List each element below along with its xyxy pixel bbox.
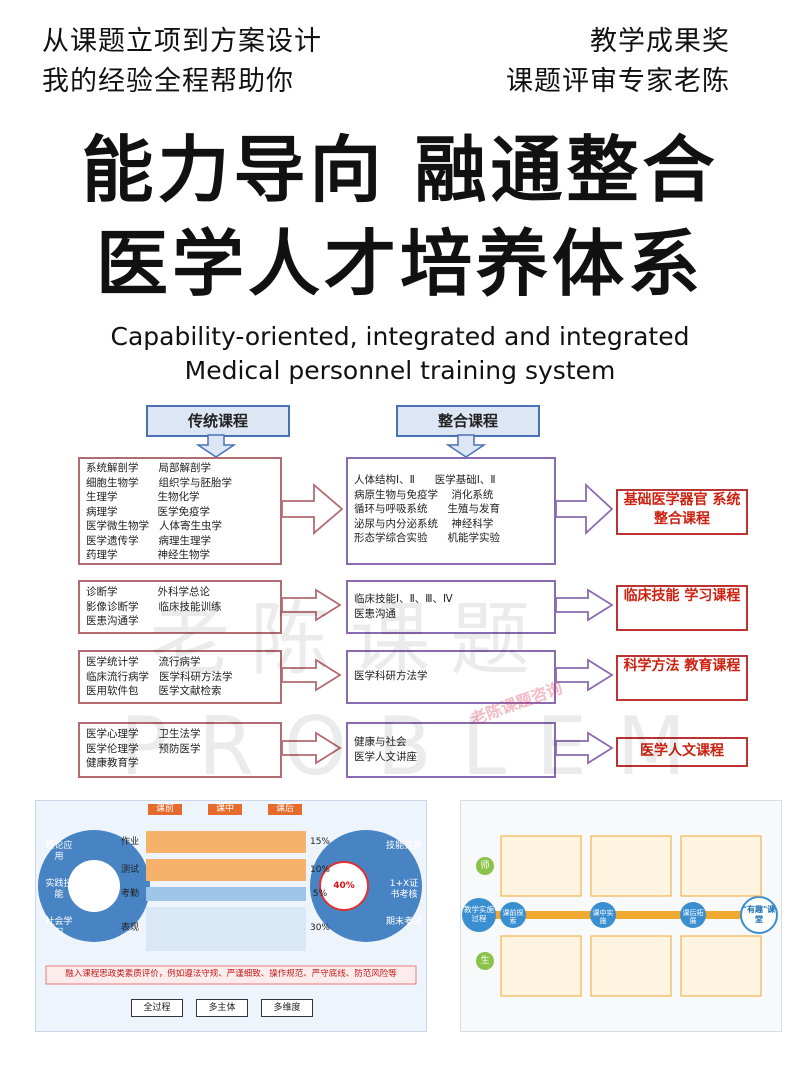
arrow-2a <box>281 588 342 622</box>
right-label-1: 技能竞赛 <box>386 841 423 851</box>
arrow-4b <box>555 731 614 765</box>
stage-node-1 <box>500 902 526 928</box>
result-box-4: 医学人文课程 <box>616 737 748 767</box>
integrated-text-1: 人体结构Ⅰ、Ⅱ 医学基础Ⅰ、Ⅱ 病原生物与免疫学 消化系统 循环与呼吸系统 生殖… <box>354 474 501 544</box>
main-title-line2: 医学人才培养体系 <box>95 222 704 306</box>
arrow-3a <box>281 658 342 692</box>
row-bar-1 <box>146 831 306 853</box>
percent-4: 30% <box>309 923 330 933</box>
traditional-header: 传统课程 <box>146 405 290 437</box>
traditional-box-1: 系统解剖学 局部解剖学 细胞生物学 组织学与胚胎学 生理学 生物化学 病理学 医… <box>78 457 282 565</box>
traditional-box-4: 医学心理学 卫生法学 医学伦理学 预防医学 健康教育学 <box>78 722 282 778</box>
end-node <box>740 896 778 934</box>
stage-1: 课前 <box>148 804 182 815</box>
stage-node-2 <box>590 902 616 928</box>
integrated-text-3: 医学科研方法学 <box>354 670 428 682</box>
integrated-box-4: 健康与社会 医学人文讲座 <box>346 722 556 778</box>
arrow-1a <box>281 483 344 535</box>
start-node <box>462 898 496 932</box>
row-label-2: 测试 <box>120 865 139 875</box>
arrow-1b <box>555 482 614 536</box>
row-bar-3 <box>146 887 306 901</box>
stage-node-3 <box>680 902 706 928</box>
banner-bg <box>45 965 417 985</box>
left-label-3: 社会学习 <box>45 917 73 938</box>
header-right-line2: 课题评审专家老陈 <box>506 66 730 97</box>
integrated-text-2: 临床技能Ⅰ、Ⅱ、Ⅲ、Ⅳ 医患沟通 <box>354 593 453 620</box>
row-label-1: 作业 <box>120 837 139 847</box>
role-1: 师 <box>480 861 490 871</box>
row-bar-2 <box>146 859 306 881</box>
bottom-tag-3: 多维度 <box>261 999 313 1017</box>
timeline-bar <box>491 911 751 919</box>
center-percent-circle <box>319 861 369 911</box>
right-label-3: 期末考试 <box>386 917 423 927</box>
flow-arrows <box>281 482 614 765</box>
header-left: 从课题立项到方案设计 我的经验全程帮助你 <box>42 22 322 102</box>
traditional-box-2: 诊断学 外科学总论 影像诊断学 临床技能训练 医患沟通学 <box>78 580 282 634</box>
process-stage-3: 课后拓展 <box>682 909 704 925</box>
right-label-2: 1+X证书考核 <box>389 879 419 900</box>
evaluation-figure: 课前 课中 课后 作业 测试 考勤 表现 15% 10% 5% 30% 40% … <box>35 800 427 1032</box>
teaching-process-shapes <box>462 835 778 997</box>
start-node-label: 教学实施过程 <box>464 905 494 923</box>
result-box-3: 科学方法 教育课程 <box>616 655 748 701</box>
arrow-3b <box>555 658 614 692</box>
traditional-text-1: 系统解剖学 局部解剖学 细胞生物学 组织学与胚胎学 生理学 生物化学 病理学 医… <box>86 462 233 561</box>
stage-2: 课中 <box>208 804 242 815</box>
process-stage-1: 课前探索 <box>502 909 524 925</box>
center-percent: 40% <box>333 881 355 891</box>
percent-3: 5% <box>312 889 328 899</box>
integrated-box-3: 医学科研方法学 <box>346 650 556 704</box>
main-title-line1: 能力导向 融通整合 <box>81 128 719 212</box>
traditional-text-4: 医学心理学 卫生法学 医学伦理学 预防医学 健康教育学 <box>86 728 201 769</box>
result-box-2: 临床技能 学习课程 <box>616 585 748 631</box>
percent-1: 15% <box>309 837 330 847</box>
end-node-label: "有趣"课堂 <box>742 905 776 924</box>
traditional-text-2: 诊断学 外科学总论 影像诊断学 临床技能训练 医患沟通学 <box>86 586 222 627</box>
role-2: 生 <box>480 956 490 966</box>
header-right-line1: 教学成果奖 <box>590 26 730 57</box>
english-line2: Medical personnel training system <box>184 356 616 385</box>
header-left-line2: 我的经验全程帮助你 <box>42 66 294 97</box>
left-circle-core <box>68 860 120 912</box>
evaluation-banner: 融入课程思政类素质评价，例如遵法守规、严谨细致、操作规范、严守底线、防范风险等 <box>65 969 397 979</box>
bottom-tag-2: 多主体 <box>196 999 248 1017</box>
english-subtitle: Capability-oriented, integrated and inte… <box>0 320 800 388</box>
evaluation-figure-shapes <box>38 830 422 985</box>
teaching-process-figure: 教学实施过程 课前探索 课中实施 课后拓展 "有趣"课堂 师 生 <box>460 800 782 1032</box>
english-line1: Capability-oriented, integrated and inte… <box>110 322 690 351</box>
header-left-line1: 从课题立项到方案设计 <box>42 26 322 57</box>
header-right: 教学成果奖 课题评审专家老陈 <box>506 22 730 102</box>
header-arrows <box>195 434 487 457</box>
row-bar-4 <box>146 907 306 951</box>
row-label-3: 考勤 <box>120 889 139 899</box>
percent-2: 10% <box>309 865 330 875</box>
process-stage-2: 课中实施 <box>592 909 614 925</box>
integrated-text-4: 健康与社会 医学人文讲座 <box>354 736 417 763</box>
stage-3: 课后 <box>268 804 302 815</box>
integrated-box-1: 人体结构Ⅰ、Ⅱ 医学基础Ⅰ、Ⅱ 病原生物与免疫学 消化系统 循环与呼吸系统 生殖… <box>346 457 556 565</box>
traditional-box-3: 医学统计学 流行病学 临床流行病学 医学科研方法学 医用软件包 医学文献检索 <box>78 650 282 704</box>
arrow-2b <box>555 588 614 622</box>
result-box-1: 基础医学器官 系统整合课程 <box>616 489 748 535</box>
arrow-4a <box>281 731 342 765</box>
curriculum-diagram: 传统课程 整合课程 系统解剖学 局部解剖学 细胞生物学 组织学与胚胎学 生理学 … <box>78 405 750 795</box>
left-label-1: 理论应用 <box>45 841 73 862</box>
traditional-text-3: 医学统计学 流行病学 临床流行病学 医学科研方法学 医用软件包 医学文献检索 <box>86 656 233 697</box>
left-label-2: 实践技能 <box>45 879 73 900</box>
row-label-4: 表现 <box>120 923 139 933</box>
bottom-tag-1: 全过程 <box>131 999 183 1017</box>
integrated-box-2: 临床技能Ⅰ、Ⅱ、Ⅲ、Ⅳ 医患沟通 <box>346 580 556 634</box>
